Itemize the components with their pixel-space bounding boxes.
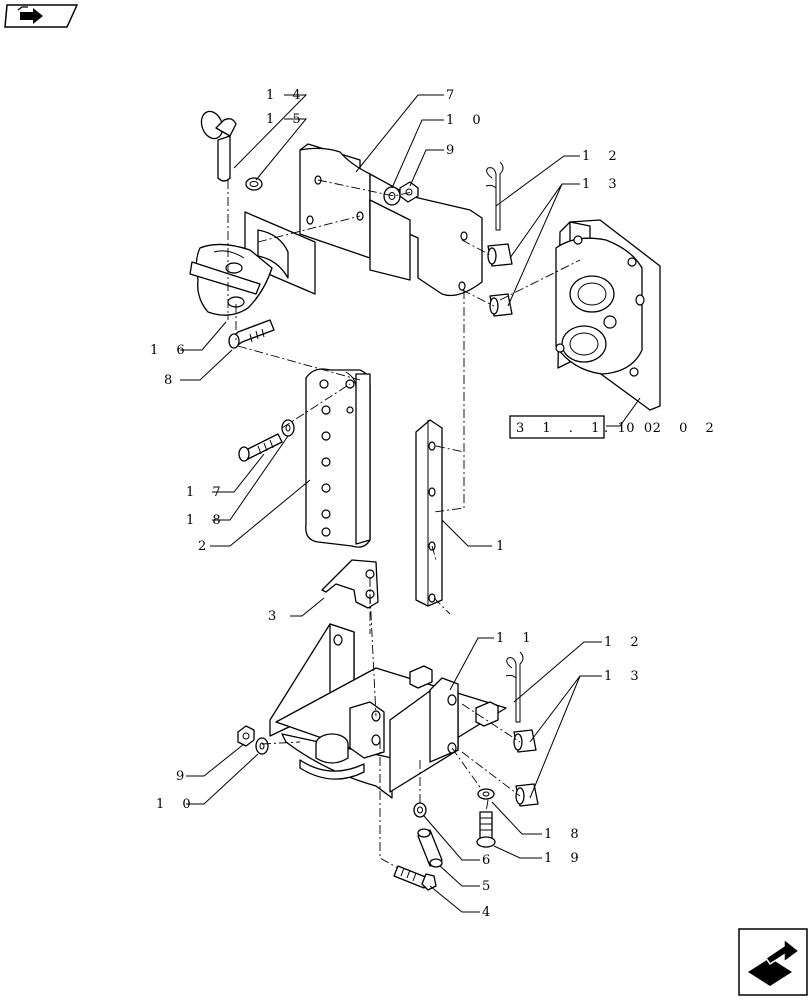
part-9-nut-top xyxy=(399,181,419,203)
part-8-bolt xyxy=(228,319,275,349)
part-13-pins-lower xyxy=(513,729,539,807)
callout-18-upper: 1 8 xyxy=(186,513,228,528)
part-gearbox-housing xyxy=(555,219,661,411)
part-17-bolt xyxy=(238,433,283,462)
callout-labels: 1 4 1 5 7 1 0 9 1 2 1 3 1 6 8 1 7 1 8 2 … xyxy=(150,88,646,920)
reference-boxed-text[interactable]: 3 1 . 1 1 0 xyxy=(516,421,659,436)
callout-14: 1 4 xyxy=(266,88,308,103)
callout-8: 8 xyxy=(164,373,179,388)
part-6-clip xyxy=(413,802,427,818)
section-reference[interactable]: 3 1 . 1 1 0 . 0 2 0 2 xyxy=(509,415,721,439)
part-10-washer-lower xyxy=(255,737,269,755)
part-12-spring-clip-lower xyxy=(505,651,524,723)
callout-13-top: 1 3 xyxy=(582,177,624,192)
part-3-small-bracket xyxy=(321,559,379,609)
callout-12-lower: 1 2 xyxy=(604,635,646,650)
part-18-washer-upper xyxy=(281,419,295,437)
part-4-bolt xyxy=(393,865,437,891)
callout-9-top: 9 xyxy=(446,143,461,158)
part-2-plate xyxy=(305,368,371,548)
callout-9-lower: 9 xyxy=(176,769,191,784)
callout-7: 7 xyxy=(446,88,461,103)
callout-16: 1 6 xyxy=(150,343,192,358)
part-9-nut-lower xyxy=(237,725,255,747)
part-12-spring-clip-top xyxy=(485,161,504,231)
callout-1: 1 xyxy=(496,539,511,554)
part-16-hitch-hook xyxy=(189,211,316,316)
part-19-bolt xyxy=(476,811,496,848)
part-7-bracket xyxy=(299,143,483,297)
part-1-bar xyxy=(415,419,443,607)
callout-17: 1 7 xyxy=(186,485,228,500)
book-arrow-icon[interactable] xyxy=(3,3,79,29)
center-lines xyxy=(227,179,581,869)
callout-6: 6 xyxy=(482,853,497,868)
part-18-washer-lower xyxy=(477,788,495,800)
callout-2: 2 xyxy=(198,539,213,554)
callout-15: 1 5 xyxy=(266,112,308,127)
callout-11: 1 1 xyxy=(496,631,538,646)
leader-lines xyxy=(180,94,641,913)
callout-10-top: 1 0 xyxy=(446,113,488,128)
part-14-pin xyxy=(200,110,237,182)
callout-12-top: 1 2 xyxy=(582,149,624,164)
part-13-pins-top xyxy=(487,243,513,317)
part-lower-frame xyxy=(269,623,507,799)
callout-5: 5 xyxy=(482,879,497,894)
reference-suffix-text: . 0 2 0 2 xyxy=(604,421,721,436)
reference-box[interactable] xyxy=(509,415,605,439)
callout-10-lower: 1 0 xyxy=(156,797,198,812)
part-5-pin xyxy=(417,828,443,868)
callout-3: 3 xyxy=(268,609,283,624)
part-15-clip xyxy=(245,177,263,191)
next-page-arrow-icon[interactable] xyxy=(738,928,808,996)
callout-19: 1 9 xyxy=(544,851,586,866)
callout-13-lower: 1 3 xyxy=(604,669,646,684)
callout-18-lower: 1 8 xyxy=(544,827,586,842)
callout-4: 4 xyxy=(482,905,497,920)
